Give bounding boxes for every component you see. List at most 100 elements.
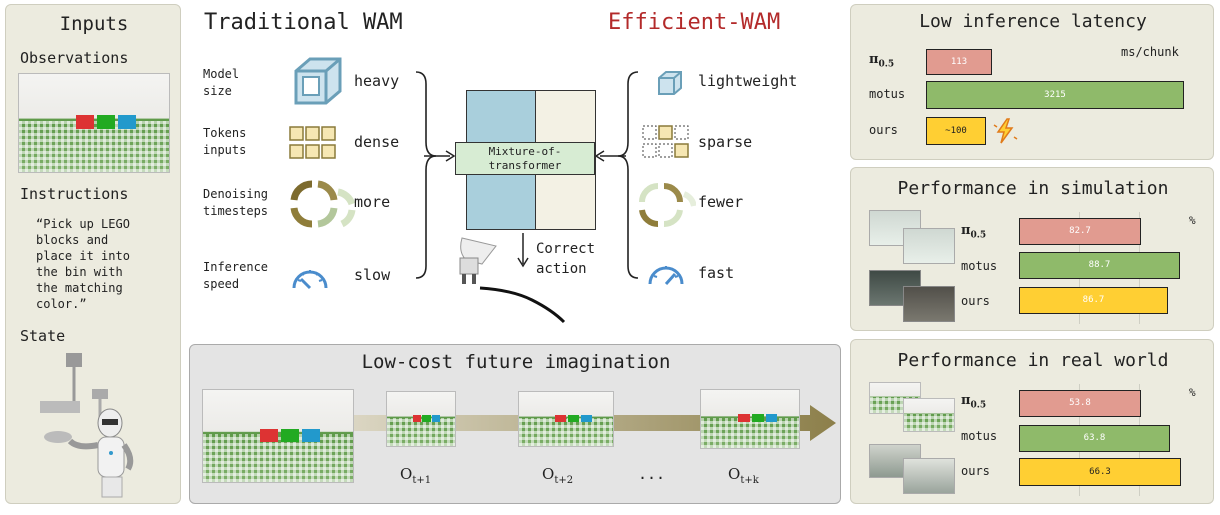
- correct-action-label: Correct action: [536, 239, 595, 279]
- lightning-icon: [993, 118, 1018, 144]
- efficient-wam-title: Efficient-WAM: [608, 10, 781, 35]
- frame-label-t1: Ot+1: [400, 465, 431, 486]
- simulation-bar-pi: 82.7: [1019, 218, 1141, 245]
- category-line: size: [203, 84, 232, 98]
- simulation-image: [903, 228, 955, 264]
- real-world-label-ours: ours: [961, 464, 990, 478]
- frame-label-tk: Ot+k: [728, 465, 759, 486]
- instruction-line: place it into: [36, 249, 130, 263]
- simulation-label-ours: ours: [961, 294, 990, 308]
- real-world-title: Performance in real world: [897, 350, 1169, 371]
- real-world-image: [903, 398, 955, 432]
- instructions-label: Instructions: [20, 185, 129, 203]
- fast-speedometer-icon: [648, 266, 684, 286]
- latency-label-ours: ours: [869, 123, 898, 137]
- pi-glyph: π: [961, 393, 971, 408]
- frame-label-t2: Ot+2: [542, 465, 573, 486]
- instruction-line: blocks and: [36, 233, 109, 247]
- frame-sub: t+2: [554, 475, 574, 486]
- category-model-size: Model size: [203, 66, 239, 100]
- bar-value: 113: [950, 57, 968, 67]
- efficient-model-size: lightweight: [698, 72, 798, 90]
- action-line: action: [536, 261, 587, 277]
- pi-sub: 0.5: [970, 230, 987, 241]
- simulation-label-pi: π0.5: [961, 223, 986, 241]
- latency-label-pi: π0.5: [869, 52, 894, 70]
- frame-sub: t+k: [740, 475, 759, 486]
- real-world-bar-motus: 63.8: [1019, 425, 1170, 452]
- dense-tokens-icon: [289, 126, 336, 159]
- frame-o: O: [728, 465, 741, 483]
- traditional-model-size: heavy: [354, 72, 400, 90]
- more-timesteps-icon: [290, 180, 356, 228]
- state-label: State: [20, 327, 66, 345]
- traditional-tokens: dense: [354, 133, 400, 151]
- pi-sub: 0.5: [878, 59, 895, 70]
- pi-glyph: π: [961, 223, 971, 238]
- frame-ellipsis: ...: [638, 465, 666, 483]
- latency-unit: ms/chunk: [1121, 45, 1179, 59]
- mot-label-line: transformer: [488, 159, 562, 172]
- category-line: Inference: [203, 260, 269, 274]
- instruction-line: the bin with: [36, 265, 123, 279]
- robot-gripper-image: [459, 237, 566, 324]
- real-world-label-motus: motus: [961, 429, 998, 443]
- inputs-title: Inputs: [59, 13, 129, 35]
- simulation-title: Performance in simulation: [897, 178, 1169, 199]
- future-frame-image: [386, 391, 456, 447]
- slow-speedometer-icon: [292, 270, 328, 290]
- frame-o: O: [542, 465, 555, 483]
- bar-value: 86.7: [1082, 295, 1105, 305]
- simulation-bar-ours: 86.7: [1019, 287, 1168, 314]
- pi-sub: 0.5: [970, 400, 987, 411]
- instruction-line: “Pick up LEGO: [36, 217, 130, 231]
- fewer-timesteps-icon: [639, 183, 696, 228]
- category-line: inputs: [203, 143, 247, 157]
- observation-image: [18, 73, 170, 173]
- pi-glyph: π: [869, 52, 879, 67]
- real-world-bar-ours: 66.3: [1019, 458, 1181, 486]
- bar-value: 82.7: [1069, 226, 1091, 236]
- simulation-image: [903, 286, 955, 322]
- efficient-tokens: sparse: [698, 133, 753, 151]
- real-world-bar-pi: 53.8: [1019, 390, 1141, 417]
- simulation-unit: %: [1189, 214, 1196, 227]
- frame-sub: t+1: [412, 475, 432, 486]
- robot-state-image: [40, 353, 134, 498]
- bar-value: 53.8: [1069, 398, 1091, 408]
- latency-bar-pi: 113: [926, 49, 992, 75]
- traditional-wam-title: Traditional WAM: [204, 10, 403, 35]
- category-line: Tokens: [203, 126, 247, 140]
- heavy-cube-icon: [294, 57, 342, 105]
- bar-value: 3215: [1044, 90, 1066, 100]
- bar-value: 66.3: [1089, 467, 1111, 477]
- latency-label-motus: motus: [869, 87, 906, 101]
- real-world-unit: %: [1189, 386, 1196, 399]
- connector-graphic: [415, 71, 639, 279]
- latency-bar-ours: ~100: [926, 117, 986, 145]
- imagination-title: Low-cost future imagination: [361, 351, 671, 373]
- traditional-timesteps: more: [354, 193, 391, 211]
- frame-o: O: [400, 465, 413, 483]
- instruction-line: the matching: [36, 281, 123, 295]
- category-line: Model: [203, 67, 240, 81]
- current-frame-image: [202, 389, 354, 483]
- bar-value: 88.7: [1088, 260, 1111, 270]
- category-line: Denoising: [203, 187, 269, 201]
- latency-title: Low inference latency: [919, 11, 1147, 32]
- mixture-of-transformer-box: Mixture-of- transformer: [455, 142, 595, 175]
- action-line: Correct: [536, 241, 596, 257]
- bar-value: ~100: [945, 126, 967, 136]
- inputs-panel: Inputs Observations Instructions “Pick u…: [5, 4, 181, 504]
- simulation-panel: Performance in simulation % π0.5 motus o…: [850, 167, 1214, 331]
- simulation-label-motus: motus: [961, 259, 998, 273]
- bar-value: 63.8: [1083, 433, 1106, 443]
- imagination-panel: Low-cost future imagination Ot+1 Ot+2 ..…: [189, 344, 841, 504]
- future-frame-image: [518, 391, 614, 447]
- real-world-label-pi: π0.5: [961, 393, 986, 411]
- real-world-image: [903, 458, 955, 494]
- observations-label: Observations: [20, 49, 129, 67]
- traditional-speed: slow: [354, 266, 391, 284]
